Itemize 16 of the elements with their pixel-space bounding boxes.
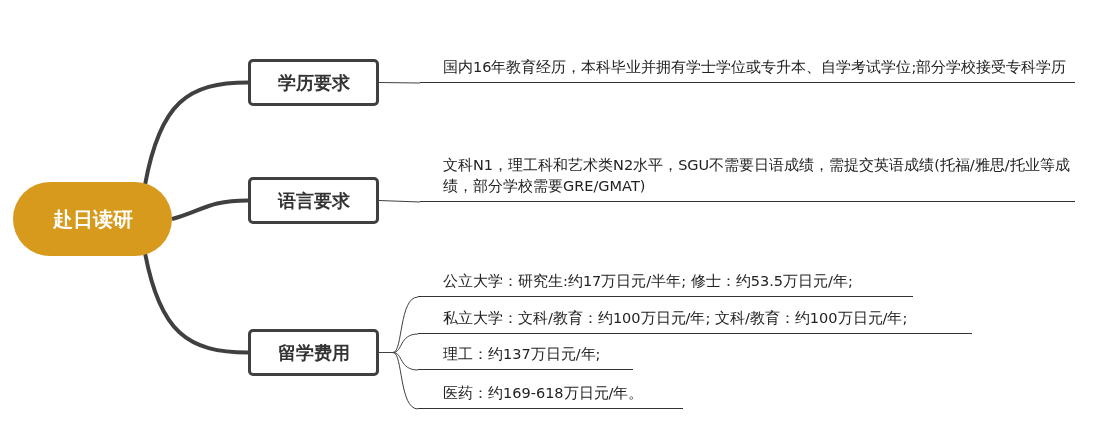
connector-line (378, 352, 419, 410)
topic-box: 学历要求 (248, 59, 379, 106)
central-topic: 赴日读研 (13, 182, 172, 256)
topic-box: 语言要求 (248, 177, 379, 224)
branch-line (171, 198, 249, 221)
subtopic-text: 公立大学：研究生:约17万日元/半年; 修士：约53.5万日元/年; (418, 266, 913, 297)
connector-line (378, 200, 421, 203)
topic-box: 留学费用 (248, 329, 379, 376)
connector-line (378, 82, 421, 84)
subtopic-text: 医药：约169-618万日元/年。 (418, 379, 683, 409)
subtopic-text: 私立大学：文科/教育：约100万日元/年; 文科/教育：约100万日元/年; (418, 304, 972, 334)
branch-line (143, 80, 249, 186)
branch-line (143, 252, 249, 355)
subtopic-text: 国内16年教育经历，本科毕业并拥有学士学位或专升本、自学考试学位;部分学校接受专科学历 (420, 30, 1075, 83)
subtopic-text: 文科N1，理工科和艺术类N2水平，SGU不需要日语成绩，需提交英语成绩(托福/雅思/托业等成绩，部分学校需要GRE/GMAT) (420, 148, 1075, 202)
subtopic-text: 理工：约137万日元/年; (418, 340, 633, 370)
